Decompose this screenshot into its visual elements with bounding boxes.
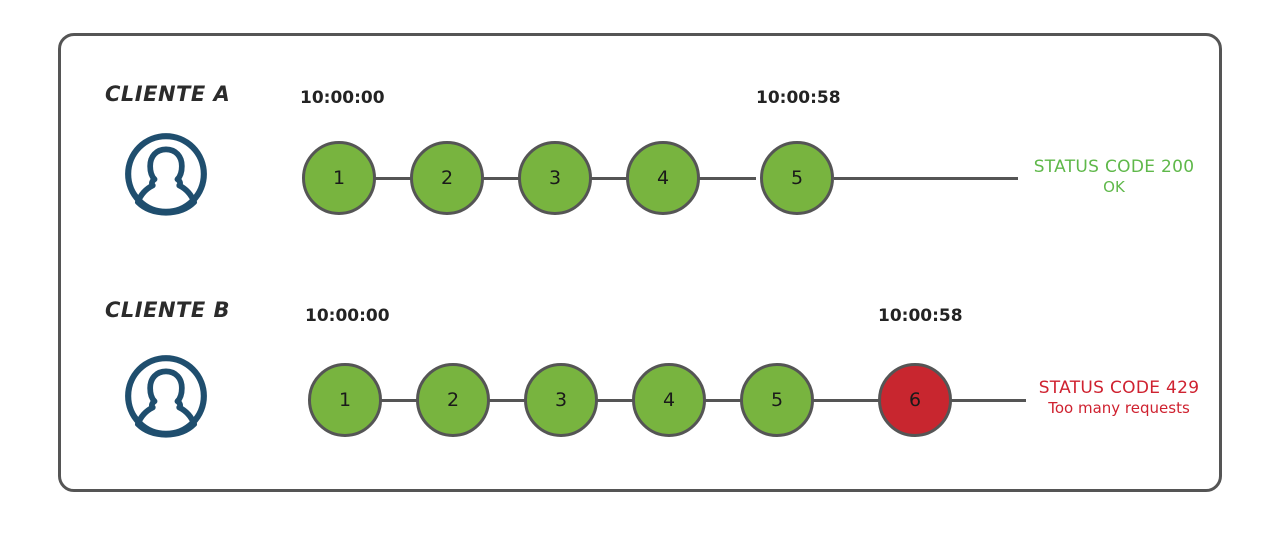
connector-b-4-5: [700, 399, 756, 402]
user-avatar-icon: [122, 352, 210, 440]
request-node[interactable]: 5: [760, 141, 834, 215]
connector-b-2-3: [484, 399, 540, 402]
status-b-text: Too many requests: [1048, 399, 1190, 418]
request-node[interactable]: 3: [518, 141, 592, 215]
connector-a-5-status: [834, 177, 1018, 180]
connector-a-2-3: [478, 177, 540, 180]
request-node[interactable]: 4: [632, 363, 706, 437]
connector-b-5-6: [808, 399, 882, 402]
status-badge-b: STATUS CODE 429 Too many requests: [1026, 378, 1212, 418]
request-node[interactable]: 3: [524, 363, 598, 437]
client-a-label: CLIENTE A: [105, 82, 231, 106]
request-node-rejected[interactable]: 6: [878, 363, 952, 437]
row-a-start-time: 10:00:00: [300, 88, 385, 108]
status-a-text: OK: [1103, 178, 1125, 197]
connector-a-3-4: [586, 177, 648, 180]
status-b-code: STATUS CODE 429: [1038, 378, 1200, 398]
request-node[interactable]: 4: [626, 141, 700, 215]
request-node[interactable]: 1: [308, 363, 382, 437]
row-a-end-time: 10:00:58: [756, 88, 841, 108]
request-node[interactable]: 2: [410, 141, 484, 215]
client-b-label: CLIENTE B: [105, 298, 231, 322]
user-avatar-icon: [122, 130, 210, 218]
row-b-end-time: 10:00:58: [878, 306, 963, 326]
request-node[interactable]: 2: [416, 363, 490, 437]
status-a-code: STATUS CODE 200: [1033, 157, 1195, 177]
request-node[interactable]: 5: [740, 363, 814, 437]
row-b-start-time: 10:00:00: [305, 306, 390, 326]
connector-b-3-4: [592, 399, 648, 402]
connector-a-1-2: [370, 177, 432, 180]
connector-b-6-status: [950, 399, 1026, 402]
connector-b-1-2: [376, 399, 432, 402]
status-badge-a: STATUS CODE 200 OK: [1024, 157, 1204, 197]
request-node[interactable]: 1: [302, 141, 376, 215]
connector-a-4-5: [694, 177, 756, 180]
